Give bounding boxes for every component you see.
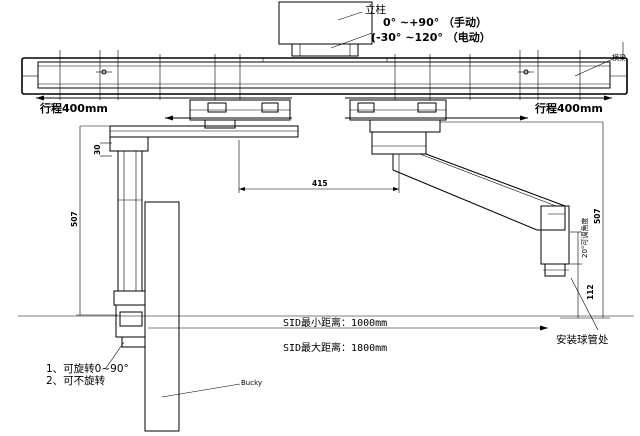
column-label: 立柱	[365, 3, 386, 16]
rail-label: 横梁	[612, 53, 626, 62]
horizontal-offset-dimension	[238, 140, 400, 193]
bucky-plate	[144, 201, 180, 432]
tube-mount-leader	[570, 277, 599, 331]
sid-max-label: SID最大距离：1800mm	[283, 341, 387, 354]
horizontal-rail	[21, 50, 628, 100]
rotate-note-leader	[105, 341, 125, 369]
rail-leader	[574, 57, 616, 77]
rotation-electric-label: (-30° ~120° （电动）	[371, 30, 491, 44]
right-vertical-dimension-value: 507	[593, 208, 602, 224]
travel-arrow-right	[345, 95, 612, 121]
travel-arrow-left	[36, 95, 292, 121]
bucky-leader	[161, 383, 241, 398]
right-arm	[371, 131, 570, 277]
column-leader	[330, 11, 373, 49]
small-left-dimension-value: 30	[93, 145, 102, 155]
horizontal-offset-value: 415	[312, 179, 328, 188]
bucky-label: Bucky	[241, 379, 262, 387]
left-vertical-dimension	[76, 125, 118, 316]
arm-angle-label: 20°可调角度	[580, 218, 589, 258]
left-arm	[109, 125, 299, 348]
right-vertical-dimension	[440, 121, 610, 319]
travel-left-label: 行程400mm	[39, 101, 108, 115]
rotate-note-1: 1、可旋转0~90°	[46, 362, 129, 375]
sid-min-line	[148, 325, 548, 331]
rotation-manual-label: 0° ~+90° （手动）	[383, 15, 487, 29]
right-trolley	[349, 99, 447, 133]
small-left-dimension	[100, 142, 112, 157]
left-vertical-dimension-value: 507	[70, 211, 79, 227]
left-trolley	[189, 99, 291, 129]
column	[278, 1, 373, 57]
rotate-note-2: 2、可不旋转	[46, 374, 106, 387]
small-right-dimension-value: 112	[586, 284, 595, 300]
travel-right-label: 行程400mm	[534, 101, 603, 115]
sid-min-label: SID最小距离：1000mm	[283, 316, 387, 329]
tube-mount-label: 安装球管处	[556, 333, 609, 346]
